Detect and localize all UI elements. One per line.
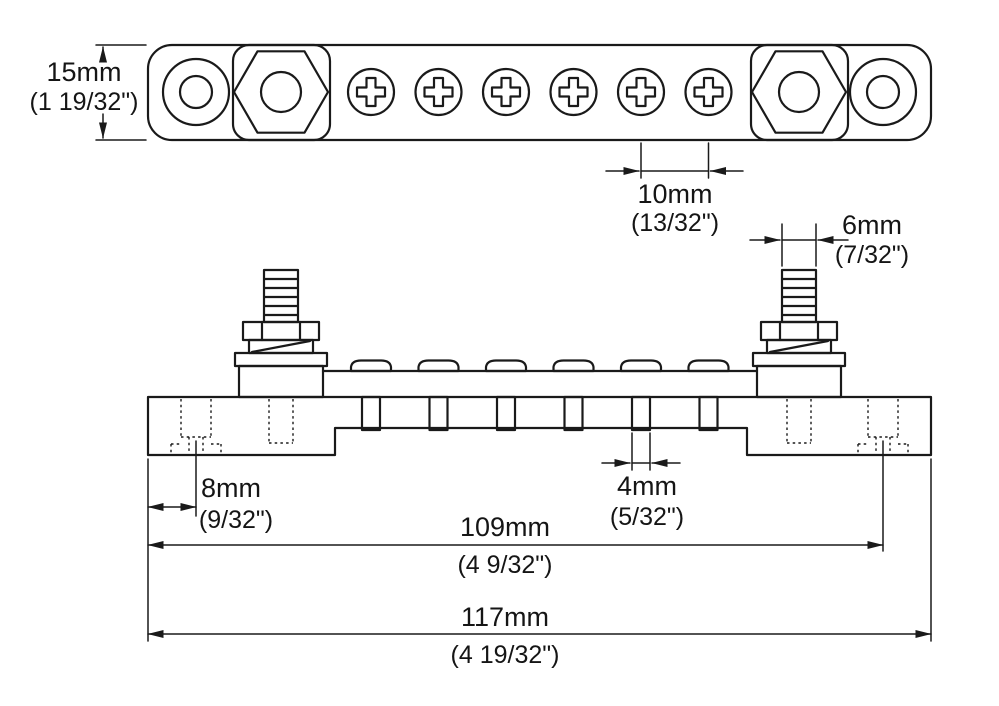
right-mount-hole <box>848 57 918 127</box>
boss-outline <box>749 43 850 142</box>
dim-overall-mm-label: 117mm <box>461 602 549 632</box>
left-mount-hole <box>161 57 231 127</box>
right-terminal-boss <box>749 43 850 142</box>
hex-nut-top <box>232 50 330 134</box>
mount-hole-inner <box>865 74 901 110</box>
dim-overall-in-label: (4 19/32") <box>451 641 560 669</box>
mount-hole-outer <box>848 57 918 127</box>
dim-offset-mm-label: 8mm <box>201 473 261 503</box>
dim-stud-in-label: (7/32") <box>835 241 909 269</box>
dim-height-in-label: (1 19/32") <box>30 88 139 116</box>
dim-overall-length-lines <box>147 458 932 642</box>
dim-height-lines <box>95 44 147 141</box>
right-foot-hidden-slot <box>857 399 909 454</box>
left-foot-hidden-slot <box>170 399 222 454</box>
left-terminal-boss <box>231 43 332 142</box>
dim-pitch-mm-label: 10mm <box>637 179 712 209</box>
dim-offset-in-label: (9/32") <box>199 506 273 534</box>
dim-screw-diameter-lines <box>601 432 681 471</box>
dim-screw-in-label: (5/32") <box>610 503 684 531</box>
right-stud-hidden-bore <box>786 399 812 444</box>
side-view <box>146 268 933 457</box>
dim-span-in-label: (4 9/32") <box>457 551 552 579</box>
top-view <box>146 43 933 142</box>
base-outline <box>146 395 933 457</box>
mount-hole-outer <box>161 57 231 127</box>
dim-pitch-in-label: (13/32") <box>631 209 719 237</box>
dimension-lines <box>95 44 932 642</box>
left-stud-hidden-bore <box>268 399 294 444</box>
dim-screw-pitch-lines <box>605 142 744 179</box>
hidden-lines <box>170 399 909 454</box>
bar-outline <box>146 43 933 142</box>
dim-mount-offset-lines <box>147 440 197 517</box>
boss-outline <box>231 43 332 142</box>
dim-span-mm-label: 109mm <box>460 512 550 542</box>
drawing-lines <box>95 43 933 642</box>
dimension-labels: 15mm (1 19/32") 10mm (13/32") 6mm (7/32"… <box>30 57 910 669</box>
dim-mount-span-lines <box>147 440 884 552</box>
dim-stud-mm-label: 6mm <box>842 210 902 240</box>
dim-stud-diameter-lines <box>749 223 849 267</box>
dim-screw-mm-label: 4mm <box>617 471 677 501</box>
stud-bore <box>777 70 821 114</box>
dim-height-mm-label: 15mm <box>46 57 121 87</box>
hex-nut-top <box>750 50 848 134</box>
mount-hole-inner <box>178 74 214 110</box>
stud-bore <box>259 70 303 114</box>
